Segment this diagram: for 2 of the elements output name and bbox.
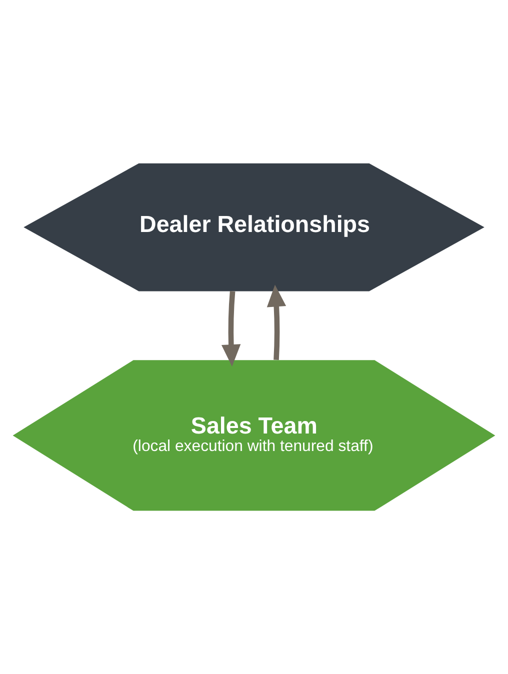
arrow	[266, 284, 286, 360]
arrow	[221, 291, 241, 366]
